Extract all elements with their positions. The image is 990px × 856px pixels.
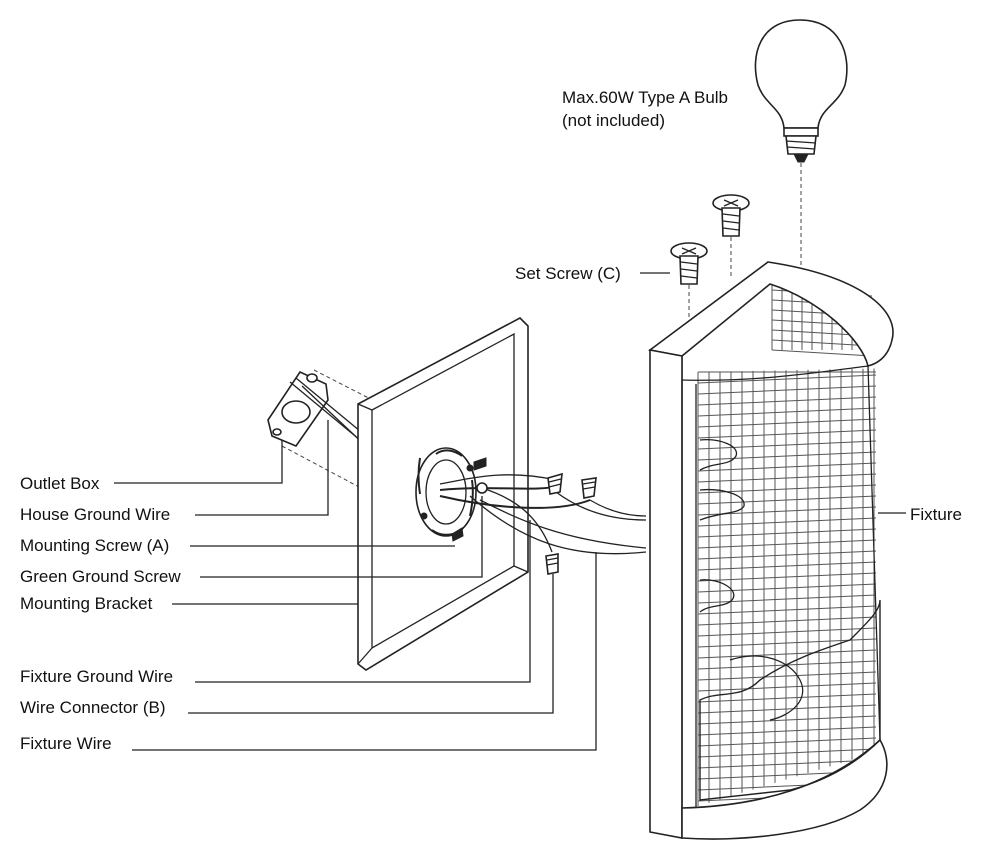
set-screw-lower — [670, 242, 708, 322]
fixture — [648, 261, 894, 840]
wiring — [439, 474, 647, 555]
outlet-box-label: Outlet Box — [20, 474, 100, 493]
light-bulb — [754, 19, 848, 290]
green-ground-screw-label: Green Ground Screw — [20, 567, 181, 586]
mounting-bracket-label: Mounting Bracket — [20, 594, 153, 613]
bulb-label-line2: (not included) — [562, 111, 665, 130]
bulb-label-line1: Max.60W Type A Bulb — [562, 88, 728, 107]
fixture-label: Fixture — [910, 505, 962, 524]
wire-connector-label: Wire Connector (B) — [20, 698, 165, 717]
set-screw-upper — [712, 194, 750, 276]
wire-connector — [545, 472, 597, 575]
house-ground-wire-label: House Ground Wire — [20, 505, 170, 524]
fixture-ground-wire-label: Fixture Ground Wire — [20, 667, 173, 686]
mounting-screw — [451, 457, 487, 542]
callouts: Max.60W Type A Bulb (not included) Set S… — [20, 88, 962, 753]
mounting-screw-label: Mounting Screw (A) — [20, 536, 169, 555]
set-screw-label: Set Screw (C) — [515, 264, 621, 283]
fixture-wire-label: Fixture Wire — [20, 734, 112, 753]
mounting-bracket — [415, 447, 477, 537]
